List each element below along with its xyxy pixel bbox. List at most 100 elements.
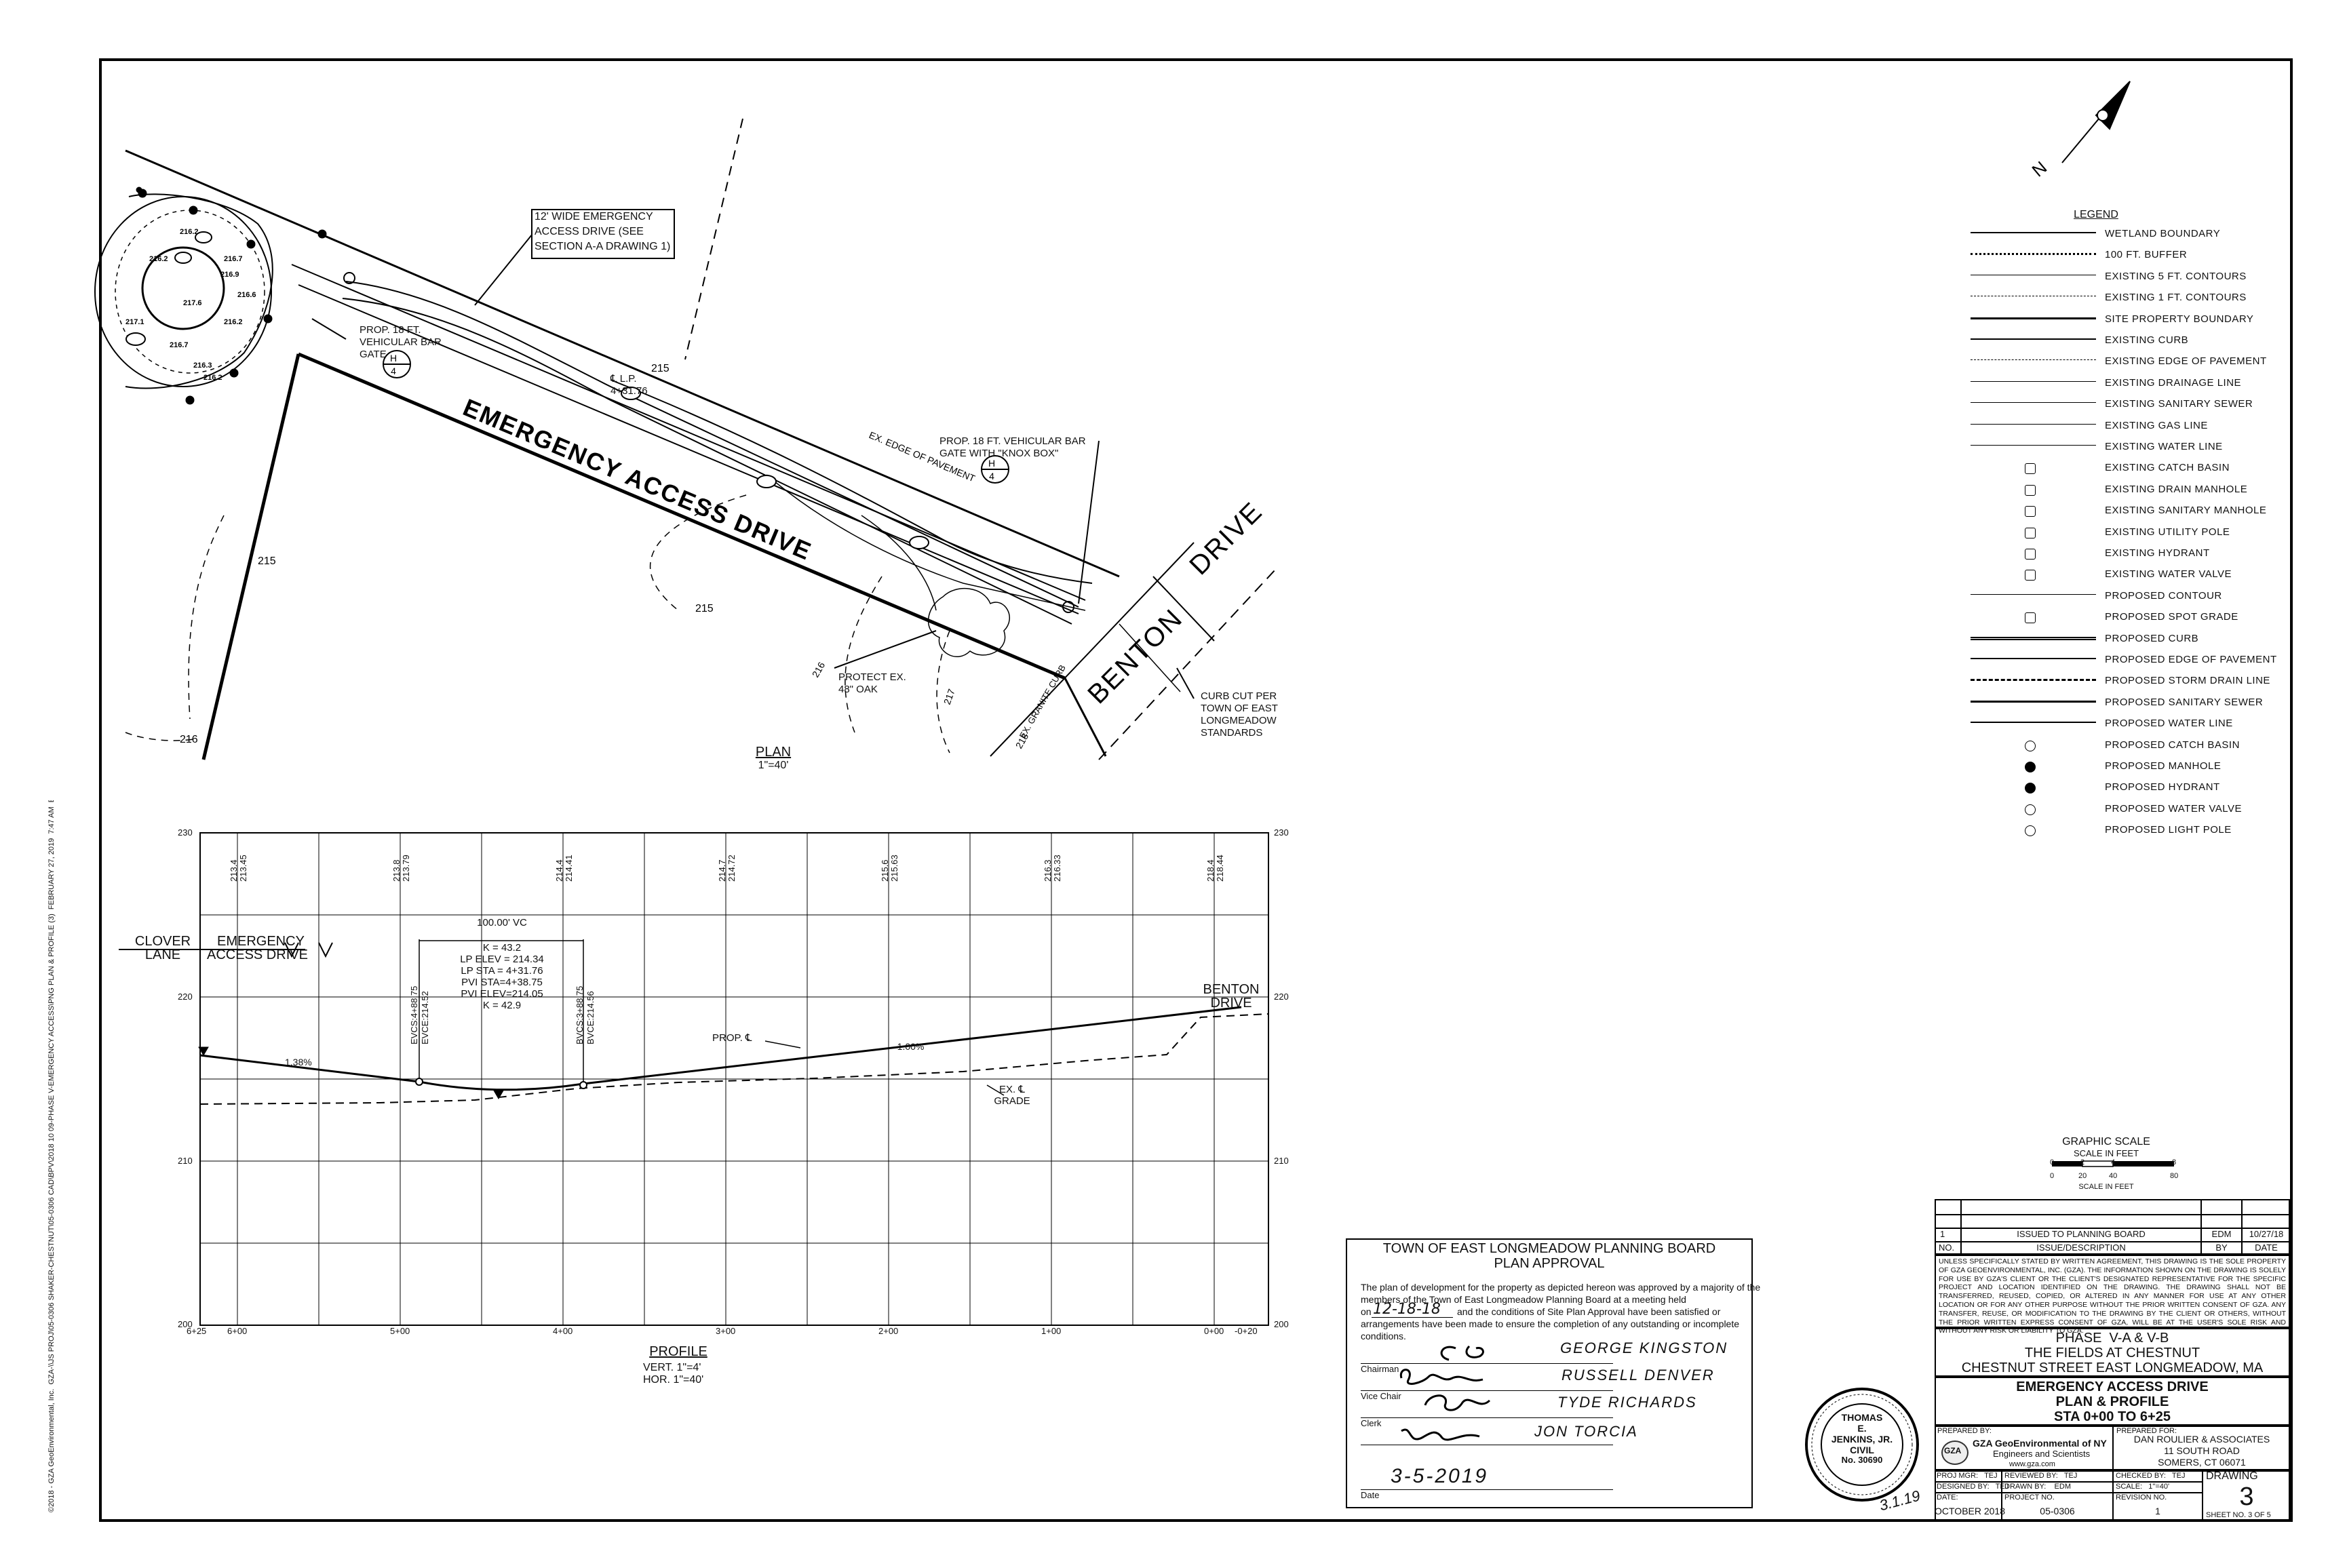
sheet-border (99, 58, 2293, 1522)
lp-label-line2: 4+31.76 (610, 385, 648, 397)
legend-item: PROPOSED CURB (1971, 630, 2269, 650)
legend-item: EXISTING GAS LINE (1971, 417, 2269, 437)
profile-y-tick-210-right: 210 (1274, 1156, 1289, 1166)
gs-bottom-tick: 20 (2078, 1172, 2087, 1180)
callout-access-drive-line3: SECTION A-A DRAWING 1) (535, 241, 671, 252)
legend-label: WETLAND BOUNDARY (2105, 228, 2221, 239)
clover-lane-line2: LANE (144, 947, 181, 962)
legend-label: PROPOSED EDGE OF PAVEMENT (2105, 654, 2277, 665)
approval-date-value: 3-5-2019 (1391, 1465, 1489, 1487)
contour-label: 215 (651, 363, 670, 374)
benton-drive-profile-line2: DRIVE (1210, 996, 1252, 1011)
contour-label: 217 (942, 687, 957, 706)
legend-label: PROPOSED STORM DRAIN LINE (2105, 675, 2270, 687)
drawing-title-3: STA 0+00 TO 6+25 (2054, 1409, 2171, 1424)
legend-item: EXISTING UTILITY POLE (1971, 524, 2269, 544)
legend-label: EXISTING 1 FT. CONTOURS (2105, 292, 2247, 304)
profile-y-tick-200-right: 200 (1274, 1319, 1289, 1329)
signatures-icon (1399, 1345, 1491, 1441)
approval-title-1: TOWN OF EAST LONGMEADOW PLANNING BOARD (1382, 1241, 1716, 1256)
legend-item: PROPOSED STORM DRAIN LINE (1971, 672, 2270, 692)
profile-x-tick: 0+00 (1204, 1326, 1224, 1336)
seal-name-3: JENKINS, JR. (1831, 1434, 1893, 1445)
legend-label: PROPOSED SPOT GRADE (2105, 611, 2238, 623)
legend-symbol-icon (1971, 296, 2096, 306)
evc-label-1: EVCS:4+88.75 (409, 985, 419, 1044)
legend-label: PROPOSED WATER LINE (2105, 718, 2233, 730)
drawing-label: DRAWING (2206, 1470, 2258, 1482)
revision-table (1935, 1199, 2290, 1255)
emergency-access-line1: EMERGENCY (217, 934, 305, 949)
legend-label: EXISTING SANITARY MANHOLE (2105, 505, 2267, 517)
client-street: 11 SOUTH ROAD (2164, 1445, 2240, 1456)
elev-label-ex: 213.79 (401, 855, 411, 882)
legend-item: PROPOSED CATCH BASIN (1971, 737, 2269, 757)
prepared-by-label: PREPARED BY: (1937, 1427, 1992, 1435)
project-no-label: PROJECT NO. (2004, 1493, 2055, 1502)
profile-y-tick-200-left: 200 (178, 1319, 193, 1329)
legend-item: PROPOSED SPOT GRADE (1971, 608, 2269, 629)
legend-item: PROPOSED LIGHT POLE (1971, 821, 2269, 842)
profile-y-tick-230-right: 230 (1274, 827, 1289, 838)
legend-label: PROPOSED CONTOUR (2105, 589, 2222, 602)
revision-date: 10/27/18 (2249, 1229, 2284, 1239)
profile-x-tick: 6+00 (227, 1326, 248, 1336)
approval-meeting-date: 12-18-18 (1373, 1301, 1441, 1318)
legend-label: EXISTING DRAINAGE LINE (2105, 376, 2242, 389)
benton-drive-profile-line1: BENTON (1203, 982, 1260, 997)
legend-item: PROPOSED SANITARY SEWER (1971, 694, 2269, 714)
spot-grade: 216.6 (237, 291, 256, 299)
gza-logo-text: GZA (1944, 1446, 1962, 1455)
revision-desc: ISSUED TO PLANNING BOARD (2017, 1229, 2146, 1239)
legend-symbol-icon (1971, 380, 2096, 391)
seal-name-2: E. (1857, 1423, 1867, 1434)
date-value: OCTOBER 2018 (1935, 1506, 2006, 1516)
legend-item: PROPOSED WATER VALVE (1971, 800, 2269, 821)
legend-symbol-icon (1971, 253, 2096, 264)
project-phase: PHASE V-A & V-B (2055, 1331, 2169, 1346)
profile-y-tick-220-left: 220 (178, 992, 193, 1002)
spot-grade: 216.2 (224, 318, 243, 326)
legend-label: EXISTING SANITARY SEWER (2105, 398, 2253, 410)
gs-top-tick: 8 (2172, 1158, 2177, 1167)
legend-item: EXISTING 5 FT. CONTOURS (1971, 268, 2269, 288)
property-line-west (201, 353, 300, 760)
legend-item: 100 FT. BUFFER (1971, 246, 2269, 267)
vc-length: 100.00' VC (477, 917, 527, 928)
profile-scale-vert: VERT. 1"=4' (643, 1362, 701, 1373)
legend-symbol-icon (2025, 549, 2036, 560)
date-label: DATE: (1937, 1493, 1958, 1502)
planning-board-approval-box (1346, 1238, 1753, 1508)
legend-label: EXISTING UTILITY POLE (2105, 526, 2230, 538)
revision-no-label: REVISION NO. (2116, 1493, 2167, 1502)
revision-no: 1 (1940, 1229, 1945, 1239)
legend-symbol-icon (2025, 463, 2036, 475)
firm-web: www.gza.com (2009, 1460, 2055, 1468)
slope-left: 1.38% (285, 1057, 312, 1067)
legend-symbol-icon (1971, 423, 2096, 434)
north-arrow-icon (2061, 81, 2131, 163)
callout-bar-gate-1-line1: PROP. 18 FT. (360, 324, 421, 336)
legend-item: PROPOSED CONTOUR (1971, 587, 2269, 608)
legend-symbol-icon (1971, 658, 2096, 669)
callout-oak-line1: PROTECT EX. (838, 671, 906, 683)
legend-symbol-icon (1971, 359, 2096, 370)
property-line-upper (125, 149, 1120, 578)
ex-grade-line2: GRADE (994, 1095, 1030, 1107)
bvc-label-1: BVCS:3+88.75 (575, 985, 585, 1044)
legend-label: EXISTING HYDRANT (2105, 547, 2210, 559)
legend-symbol-icon (1971, 338, 2096, 349)
emergency-access-line2: ACCESS DRIVE (207, 947, 308, 962)
clerk-label: Clerk (1361, 1418, 1382, 1428)
elev-label-ex: 214.72 (726, 855, 737, 882)
callout-access-drive-line2: ACCESS DRIVE (SEE (535, 226, 644, 237)
legend-item: EXISTING WATER VALVE (1971, 566, 2269, 586)
profile-x-tick: 4+00 (553, 1326, 573, 1336)
callout-bar-gate-1-line2: VEHICULAR BAR (360, 336, 442, 348)
contour-label: 215 (695, 603, 714, 614)
plan-scale: 1"=40' (758, 760, 789, 771)
legend-item: EXISTING SANITARY MANHOLE (1971, 502, 2269, 522)
profile-x-tick: 6+25 (187, 1326, 207, 1336)
approval-body-1: The plan of development for the property… (1361, 1282, 1761, 1293)
vc-k-2: K = 42.9 (482, 1000, 522, 1011)
